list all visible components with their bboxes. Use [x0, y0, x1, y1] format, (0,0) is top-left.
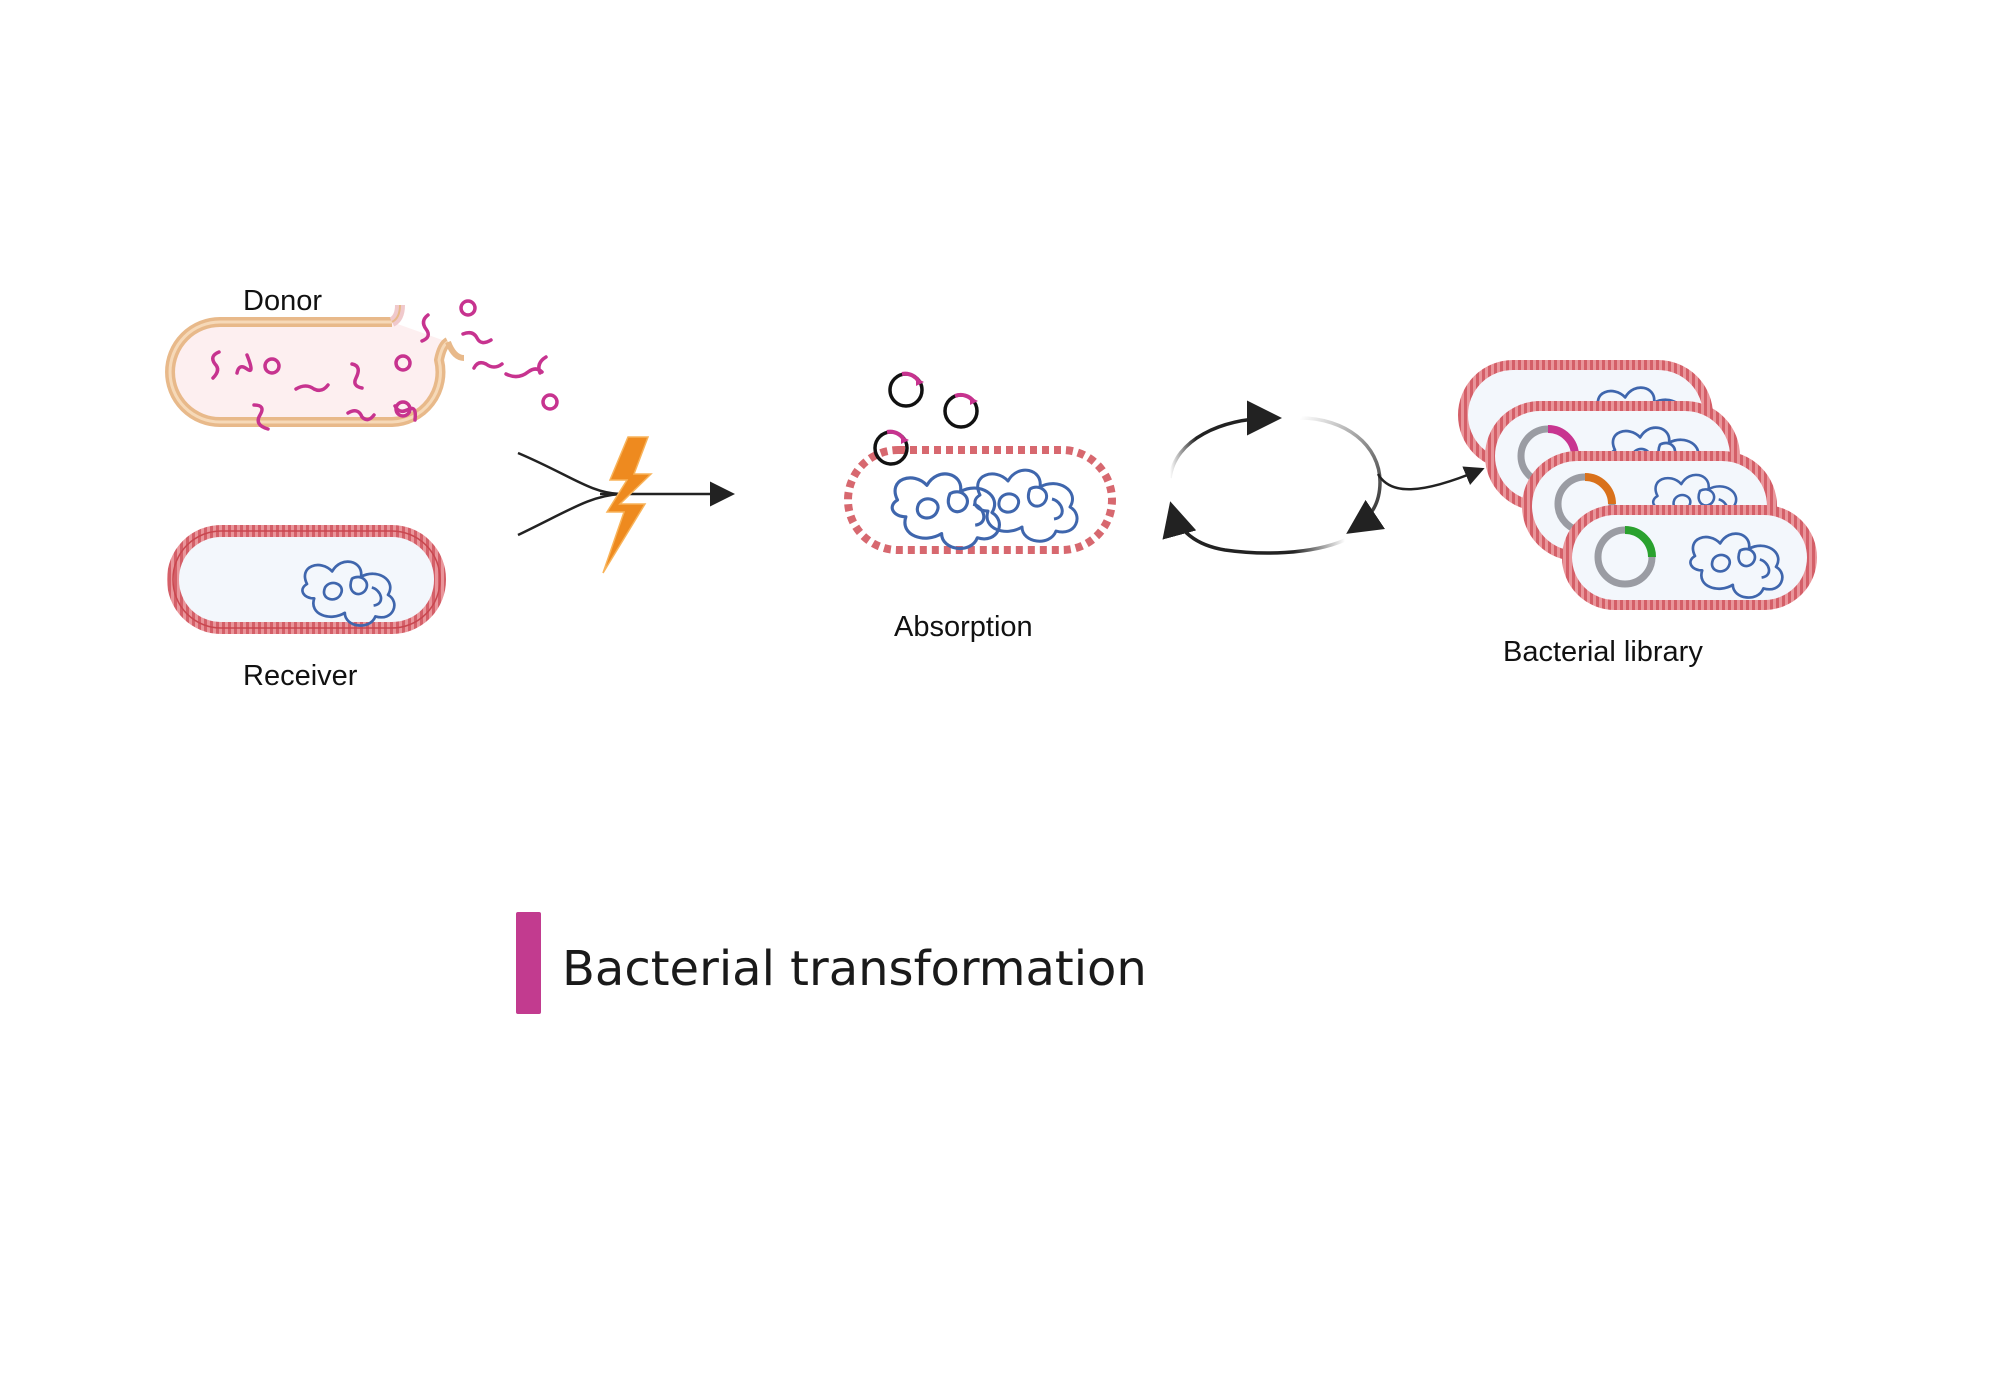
receiver-label: Receiver	[243, 660, 358, 692]
plasmids	[873, 371, 979, 466]
receiver-cell	[167, 525, 446, 634]
plasmid-icon	[873, 429, 909, 466]
plasmid-icon	[888, 371, 924, 408]
absorption-cell	[844, 446, 1116, 554]
cycle-arrows-icon	[1162, 400, 1386, 555]
plasmid-icon	[943, 392, 979, 429]
library-cell	[1562, 505, 1817, 610]
library-label: Bacterial library	[1503, 636, 1703, 668]
bacterial-library	[1458, 360, 1817, 610]
diagram-title: Bacterial transformation	[562, 941, 1147, 997]
donor-label: Donor	[243, 285, 322, 317]
donor-cell	[165, 299, 559, 431]
library-arrow	[1376, 466, 1485, 491]
lightning-bolt-icon	[602, 436, 653, 574]
absorption-label: Absorption	[894, 611, 1033, 643]
title-bar-accent	[516, 912, 541, 1014]
dna-fragments	[211, 299, 559, 431]
